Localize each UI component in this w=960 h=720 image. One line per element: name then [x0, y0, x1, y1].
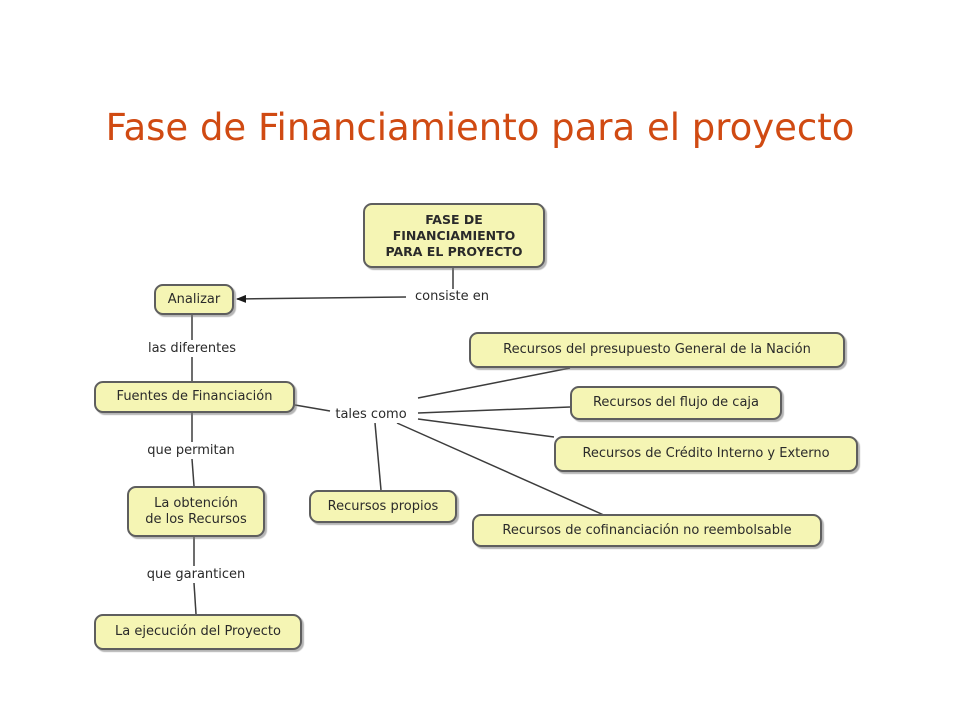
node-analizar: Analizar: [154, 284, 234, 315]
connector-fuentes-tales: [294, 404, 331, 412]
node-recursos-credito: Recursos de Crédito Interno y Externo: [554, 436, 858, 472]
node-fase-financiamiento: FASE DE FINANCIAMIENTO PARA EL PROYECTO: [363, 203, 545, 268]
link-label-consiste-en: consiste en: [413, 289, 491, 305]
connector-tales-flujo: [417, 406, 571, 414]
link-label-que-garanticen: que garanticen: [144, 567, 248, 583]
link-label-tales-como: tales como: [333, 407, 409, 423]
connector-consiste-analizar: [236, 294, 407, 303]
connector-garanticen-ejecucion: [193, 582, 197, 615]
connector-permitan-obtencion: [191, 458, 195, 487]
link-label-que-permitan: que permitan: [145, 443, 237, 459]
slide-title: Fase de Financiamiento para el proyecto: [105, 106, 855, 149]
node-recursos-presupuesto: Recursos del presupuesto General de la N…: [469, 332, 845, 368]
node-recursos-flujo-caja: Recursos del flujo de caja: [570, 386, 782, 420]
link-label-las-diferentes: las diferentes: [145, 341, 239, 357]
node-recursos-cofinanciacion: Recursos de cofinanciación no reembolsab…: [472, 514, 822, 547]
connector-tales-presupuesto: [417, 367, 571, 399]
connector-tales-propios: [374, 422, 382, 491]
connector-tales-cofinanciacion: [396, 422, 607, 517]
node-ejecucion-proyecto: La ejecución del Proyecto: [94, 614, 302, 650]
node-fuentes-financiacion: Fuentes de Financiación: [94, 381, 295, 413]
connector-tales-credito: [417, 418, 555, 438]
node-recursos-propios: Recursos propios: [309, 490, 457, 523]
node-obtencion-recursos: La obtención de los Recursos: [127, 486, 265, 537]
